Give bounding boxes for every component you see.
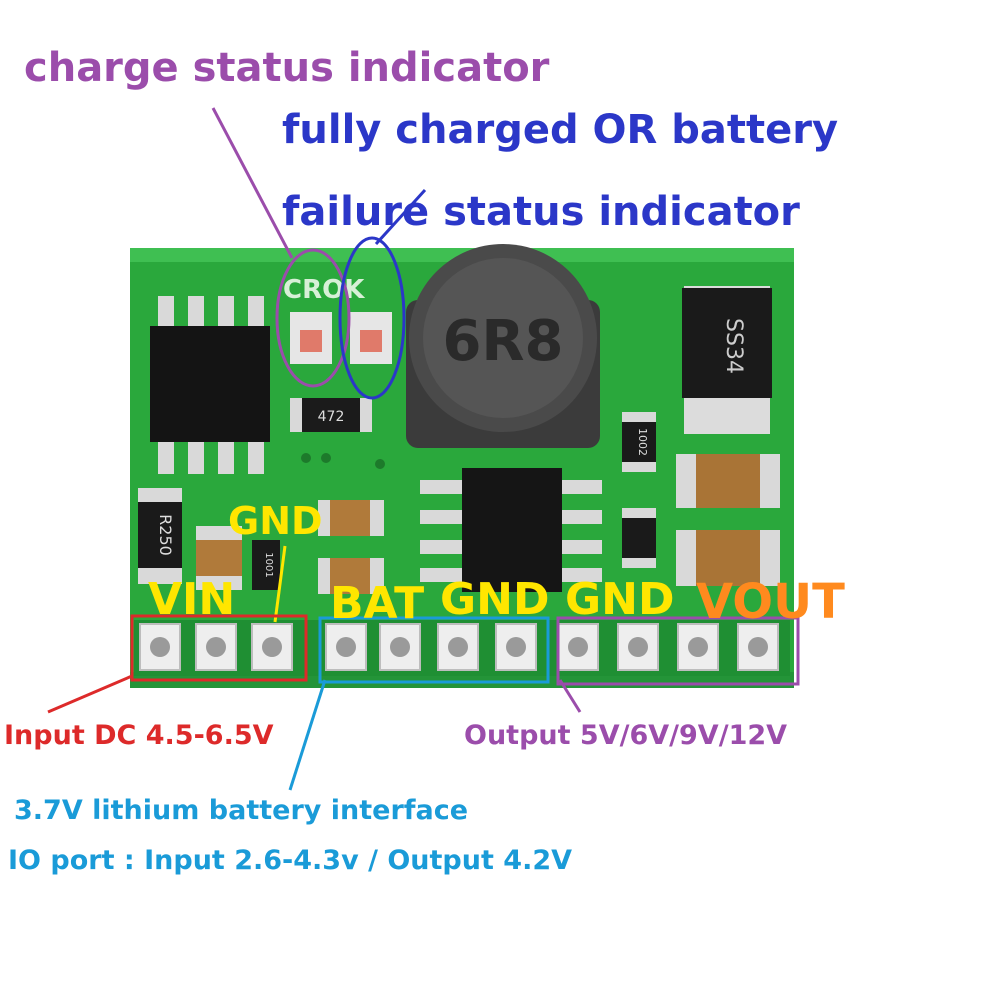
ic-8pin-left	[150, 296, 270, 474]
bat-label: BAT	[330, 578, 425, 629]
output-pointer	[558, 679, 582, 713]
gnd-label-2: GND	[565, 574, 675, 625]
gnd-pointer	[273, 545, 287, 623]
capacitor-right-2	[676, 530, 780, 586]
ic-soic-center	[420, 468, 602, 592]
svg-text:6R8: 6R8	[442, 309, 563, 374]
fully-charged-label-2: failure status indicator	[282, 189, 800, 235]
inductor-6r8: 6R8	[406, 244, 600, 448]
svg-text:472: 472	[318, 409, 345, 425]
vin-pin-box	[130, 614, 308, 682]
input-pointer	[47, 674, 133, 714]
silkscreen-cr: CR	[283, 275, 322, 305]
resistor-1001: 1001	[252, 540, 280, 590]
resistor-1002-b	[622, 508, 656, 568]
vout-label: VOUT	[696, 574, 845, 630]
output-voltage-label: Output 5V/6V/9V/12V	[464, 720, 788, 751]
svg-text:1002: 1002	[636, 428, 649, 456]
capacitor-mid-1	[318, 500, 384, 536]
svg-text:SS34: SS34	[721, 318, 746, 374]
svg-text:1001: 1001	[263, 552, 274, 577]
io-port-label: IO port : Input 2.6-4.3v / Output 4.2V	[8, 845, 573, 876]
capacitor-mid-2	[318, 558, 384, 594]
resistor-r250: R250	[138, 488, 182, 584]
charge-led-callout	[275, 248, 351, 388]
svg-text:R250: R250	[156, 514, 175, 556]
via	[375, 459, 385, 469]
diode-ss34: SS34	[682, 286, 772, 434]
battery-pointer	[288, 679, 327, 791]
vin-label: VIN	[148, 574, 236, 625]
via	[301, 453, 311, 463]
gnd-label-1: GND	[440, 574, 550, 625]
led-charge	[290, 312, 332, 364]
resistor-1002-a: 1002	[622, 412, 656, 472]
silkscreen-cr-ok: CROK	[283, 275, 365, 305]
full-led-callout	[338, 236, 406, 400]
via	[321, 453, 331, 463]
fully-charged-label-1: fully charged OR battery	[282, 107, 839, 153]
input-dc-label: Input DC 4.5-6.5V	[4, 720, 274, 751]
pin-row	[134, 620, 790, 676]
resistor-472: 472	[290, 398, 372, 432]
capacitor-left	[196, 526, 242, 590]
battery-pin-box	[318, 616, 550, 684]
gnd-top-label: GND	[228, 499, 323, 543]
full-led-pointer	[374, 188, 427, 246]
capacitor-right-1	[676, 454, 780, 508]
charge-led-pointer	[211, 107, 294, 259]
charge-status-label: charge status indicator	[24, 45, 550, 91]
led-full	[350, 312, 392, 364]
vout-pin-box	[556, 616, 800, 686]
battery-interface-label: 3.7V lithium battery interface	[14, 795, 469, 826]
